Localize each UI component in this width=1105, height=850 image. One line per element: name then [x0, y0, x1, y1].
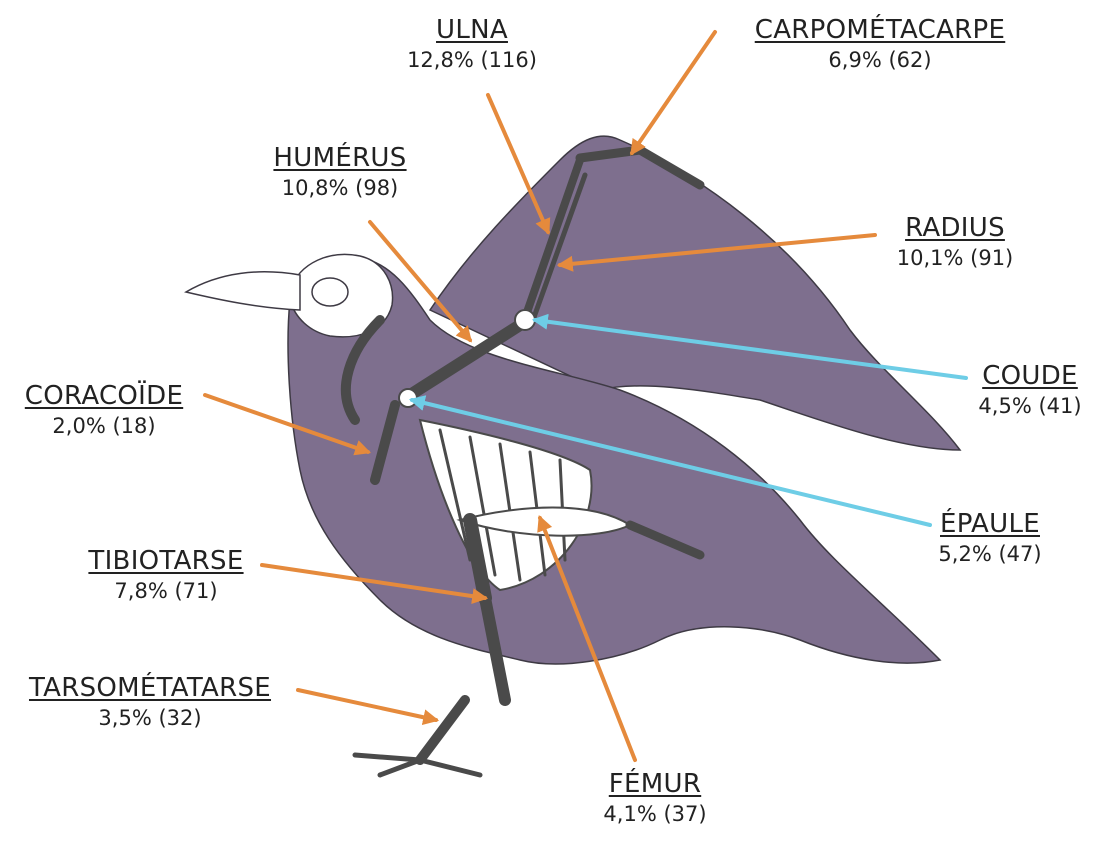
label-radius: RADIUS 10,1% (91)	[875, 212, 1035, 271]
label-epaule-value: 5,2% (47)	[915, 541, 1065, 567]
label-coude: COUDE 4,5% (41)	[960, 360, 1100, 419]
label-tarsometatarse-name: TARSOMÉTATARSE	[4, 672, 296, 705]
beak-shape	[186, 272, 300, 310]
label-coracoide-name: CORACOÏDE	[6, 380, 202, 413]
label-humerus-name: HUMÉRUS	[250, 142, 430, 175]
label-epaule: ÉPAULE 5,2% (47)	[915, 508, 1065, 567]
label-humerus: HUMÉRUS 10,8% (98)	[250, 142, 430, 201]
label-tarsometatarse: TARSOMÉTATARSE 3,5% (32)	[4, 672, 296, 731]
elbow-joint	[515, 310, 535, 330]
label-ulna: ULNA 12,8% (116)	[392, 14, 552, 73]
label-ulna-value: 12,8% (116)	[392, 47, 552, 73]
label-femur-name: FÉMUR	[580, 768, 730, 801]
label-coracoide-value: 2,0% (18)	[6, 413, 202, 439]
label-tibiotarse-name: TIBIOTARSE	[68, 545, 264, 578]
label-ulna-name: ULNA	[392, 14, 552, 47]
label-carpometacarpe: CARPOMÉTACARPE 6,9% (62)	[720, 14, 1040, 73]
label-coude-value: 4,5% (41)	[960, 393, 1100, 419]
label-coracoide: CORACOÏDE 2,0% (18)	[6, 380, 202, 439]
shoulder-joint	[399, 389, 417, 407]
label-coude-name: COUDE	[960, 360, 1100, 393]
label-tibiotarse: TIBIOTARSE 7,8% (71)	[68, 545, 264, 604]
label-tarsometatarse-value: 3,5% (32)	[4, 705, 296, 731]
label-tibiotarse-value: 7,8% (71)	[68, 578, 264, 604]
foot-bones	[355, 755, 480, 775]
label-femur: FÉMUR 4,1% (37)	[580, 768, 730, 827]
label-femur-value: 4,1% (37)	[580, 801, 730, 827]
label-carpometacarpe-value: 6,9% (62)	[720, 47, 1040, 73]
label-radius-value: 10,1% (91)	[875, 245, 1035, 271]
arrow-carpometacarpe	[632, 32, 715, 153]
label-epaule-name: ÉPAULE	[915, 508, 1065, 541]
label-humerus-value: 10,8% (98)	[250, 175, 430, 201]
label-radius-name: RADIUS	[875, 212, 1035, 245]
label-carpometacarpe-name: CARPOMÉTACARPE	[720, 14, 1040, 47]
eye-socket	[312, 278, 348, 306]
arrow-tarsometatarse	[298, 690, 436, 720]
tarsometatarsus-bone	[420, 700, 465, 760]
